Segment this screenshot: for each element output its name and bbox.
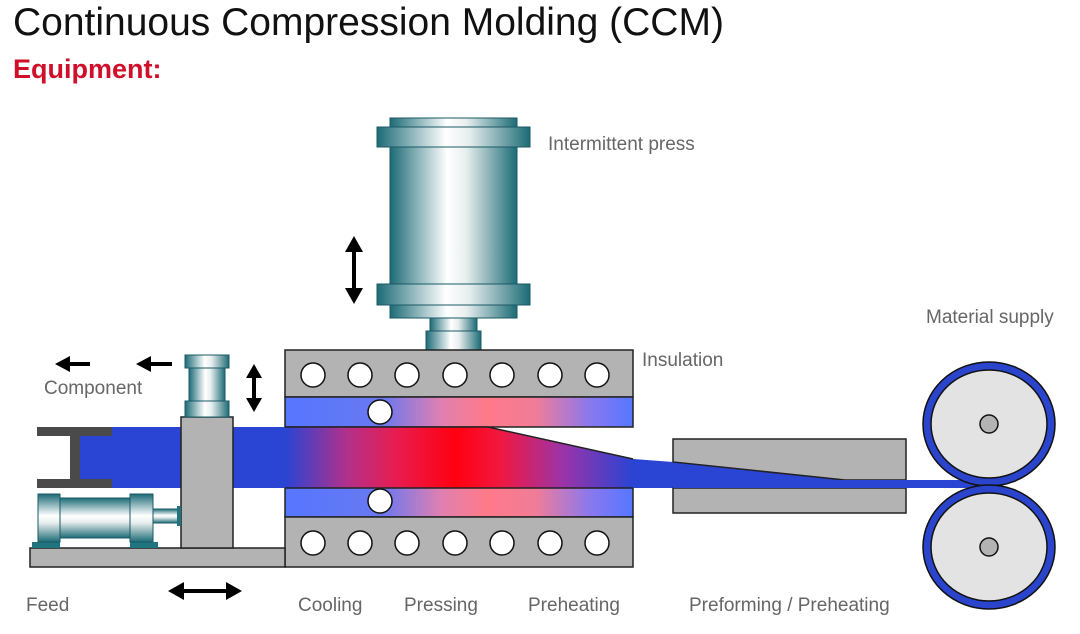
strip-heated-section (285, 427, 633, 488)
heater-hole (347, 362, 373, 388)
press-cylinder-body (389, 146, 518, 286)
mold-block (284, 349, 634, 568)
upper-die (284, 396, 634, 428)
page-title: Continuous Compression Molding (CCM) (13, 1, 724, 44)
gripper-cylinder (184, 354, 230, 418)
heater-hole (537, 362, 563, 388)
heater-hole (489, 530, 515, 556)
press-foot (425, 330, 482, 351)
material-supply-rollers (922, 361, 1056, 610)
base-plate (29, 547, 286, 568)
preform-strip-channel (673, 480, 989, 488)
roller-axle (979, 414, 999, 434)
heater-hole (394, 530, 420, 556)
heater-hole (347, 530, 373, 556)
component-left-arrow-icon (55, 356, 90, 372)
top-roller (922, 361, 1056, 487)
press-top-flange (376, 126, 531, 148)
strip-top-edge (285, 426, 634, 460)
label-preforming-preheating: Preforming / Preheating (689, 595, 890, 616)
heater-hole (300, 362, 326, 388)
heater-hole (300, 530, 326, 556)
component-left-arrow-icon (136, 356, 172, 372)
i-beam-component (37, 427, 112, 488)
label-intermittent-press: Intermittent press (548, 134, 695, 155)
heater-hole (584, 530, 610, 556)
cooling-channel-upper (367, 399, 393, 425)
gripper-column (180, 416, 234, 549)
cooling-channel-lower (367, 488, 393, 514)
label-component: Component (44, 378, 143, 399)
feed-unit (29, 354, 286, 568)
preform-lower-half (672, 487, 907, 514)
press-lower-ring (389, 304, 518, 319)
preforming-unit (672, 438, 989, 514)
roller-axle (979, 537, 999, 557)
heater-hole (442, 530, 468, 556)
upper-heater-holes (300, 362, 610, 388)
bottom-roller (922, 484, 1056, 610)
lower-heater-holes (300, 530, 610, 556)
label-preheating: Preheating (528, 595, 620, 616)
heater-hole (537, 530, 563, 556)
heater-hole (584, 362, 610, 388)
intermittent-press (376, 117, 531, 351)
label-pressing: Pressing (404, 595, 478, 616)
heater-hole (442, 362, 468, 388)
label-material-supply: Material supply (926, 307, 1054, 328)
horizontal-double-arrow-icon (168, 582, 242, 600)
label-insulation: Insulation (642, 350, 723, 371)
feed-cylinder (32, 493, 181, 548)
label-cooling: Cooling (298, 595, 362, 616)
heater-hole (489, 362, 515, 388)
heater-hole (394, 362, 420, 388)
lower-die (284, 486, 634, 518)
vertical-double-arrow-icon (345, 236, 363, 304)
press-bottom-flange (376, 283, 531, 306)
press-stem (429, 317, 478, 333)
label-feed: Feed (26, 595, 69, 616)
section-subtitle: Equipment: (13, 54, 162, 84)
gripper-vertical-arrow-icon (246, 364, 262, 412)
